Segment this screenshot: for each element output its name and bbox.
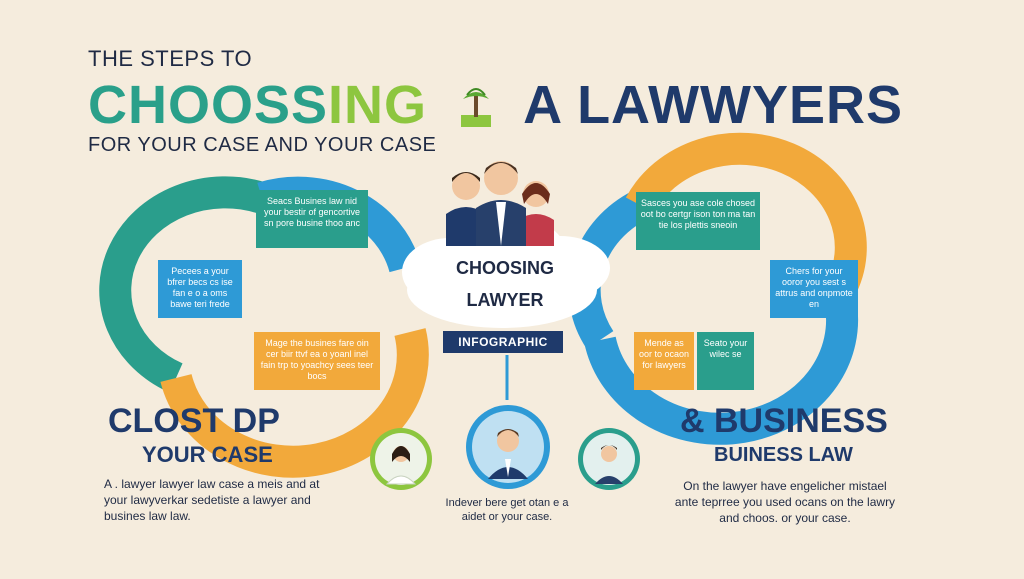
right-top-box: Sasces you ase cole chosed oot bo certgr… [636,192,760,250]
title-part-2: ING [328,75,428,135]
left-bottom-box: Mage the busines fare oin cer biir ttvf … [254,332,380,390]
subtitle: FOR YOUR CASE AND YOUR CASE [88,134,437,156]
lawyer-group-icon [444,156,560,251]
cloud-subtitle: LAWYER [466,290,544,310]
steps-label: THE STEPS TO [88,46,253,71]
female-lawyer-icon [370,428,432,490]
infographic-label: INFOGRAPHIC [443,331,563,353]
right-side-box: Chers for your ooror you sest s attrus a… [770,260,858,318]
left-section-title: CLOST DP [108,402,280,440]
title-part-1: CHOOSS [88,75,329,135]
right-bottom-left-box: Mende as oor to ocaon for lawyers [634,332,694,390]
main-title: CHOOSSING A LAWWYERS [88,74,903,140]
right-section-title: & BUSINESS [680,402,888,440]
left-section-subtitle: YOUR CASE [142,442,273,467]
right-bottom-right-box: Seato your wilec se [697,332,754,390]
tree-icon [453,78,499,140]
left-section-paragraph: A . lawyer lawyer law case a meis and at… [104,477,320,523]
left-middle-box: Pecees a your bfrer becs cs ise fan e o … [158,260,242,318]
right-section-paragraph: On the lawyer have engelicher mistael an… [674,479,896,525]
cloud-title: CHOOSING [455,258,554,278]
male-lawyer-icon [466,405,550,489]
right-section-subtitle: BUINESS LAW [714,444,853,466]
bottom-caption: Indever bere get otan e a aidet or your … [445,497,569,523]
lawyer-icon [578,428,640,490]
left-top-box: Seacs Busines law nid your bestir of gen… [256,190,368,248]
title-part-3: A LAWWYERS [523,75,904,135]
